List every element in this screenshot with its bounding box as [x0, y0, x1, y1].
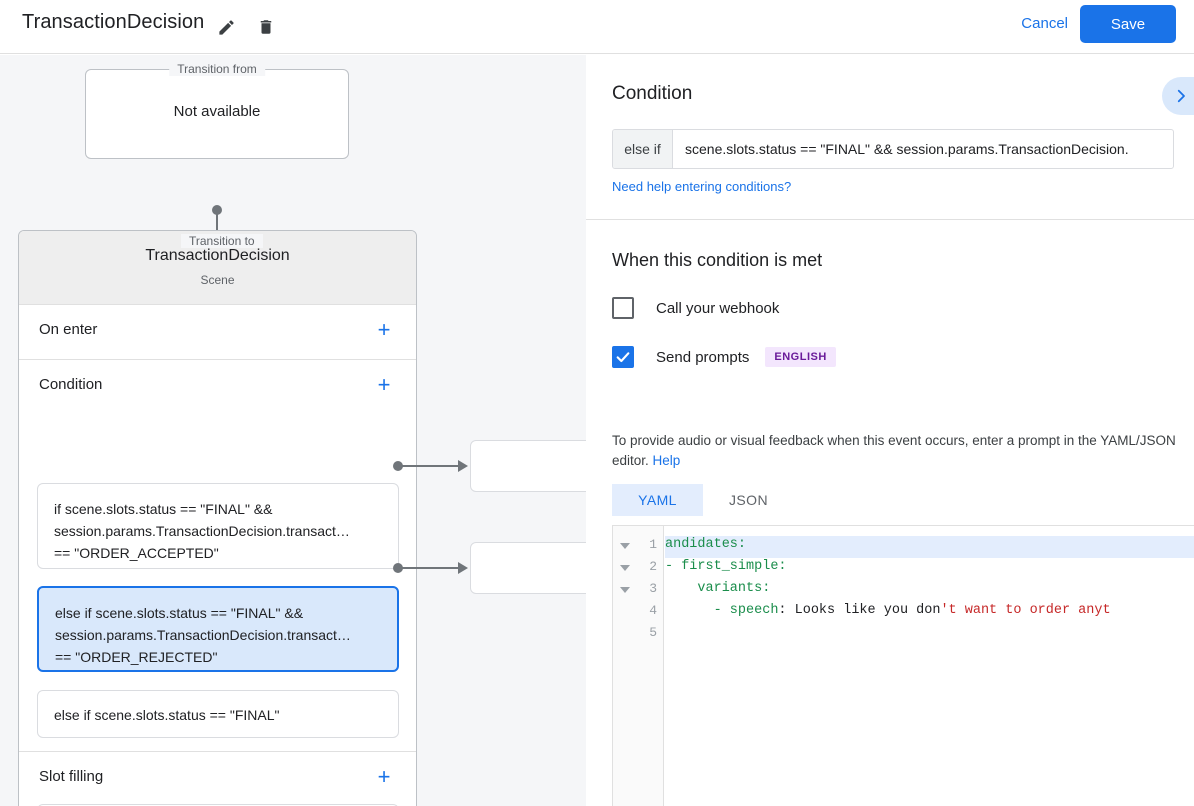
divider	[19, 359, 416, 360]
condition-chip-line: session.params.TransactionDecision.trans…	[55, 627, 351, 643]
condition-expression-input[interactable]	[673, 130, 1173, 168]
transition-to-legend: Transition to	[181, 234, 263, 248]
code-line-1: andidates:	[665, 537, 746, 552]
condition-chip-accepted[interactable]: if scene.slots.status == "FINAL" && sess…	[37, 483, 399, 569]
code-line-3: variants:	[665, 581, 770, 596]
send-prompts-description-text: To provide audio or visual feedback when…	[612, 433, 1176, 468]
yaml-code-editor[interactable]: 1 2 3 4 5 andidates: - first_simple: var…	[612, 525, 1194, 806]
condition-chip-line: == "ORDER_ACCEPTED"	[54, 545, 219, 561]
condition-input-group[interactable]: else if	[612, 129, 1174, 169]
panel-title: Condition	[612, 83, 693, 104]
edit-pencil-icon[interactable]	[211, 12, 241, 42]
prompts-help-link[interactable]: Help	[652, 453, 681, 468]
fold-toggle-icon[interactable]	[620, 587, 630, 593]
line-number: 4	[649, 603, 657, 618]
yaml-key: - first_simple:	[665, 559, 787, 574]
send-prompts-row[interactable]: Send prompts ENGLISH	[612, 346, 836, 368]
transition-from-node: Transition from Not available	[85, 62, 349, 159]
yaml-key: variants:	[665, 581, 771, 596]
scene-graph-canvas[interactable]: Transition from Not available Transactio…	[0, 55, 586, 806]
scene-name: TransactionDecision	[145, 247, 290, 264]
section-slot-filling: Slot filling +	[19, 752, 416, 806]
transition-from-value: Not available	[173, 103, 261, 120]
save-button[interactable]: Save	[1080, 5, 1176, 43]
page-title: TransactionDecision	[22, 11, 205, 33]
condition-chip-line: == "ORDER_REJECTED"	[55, 649, 218, 665]
section-condition: Condition +	[19, 360, 416, 414]
condition-chip-line: if scene.slots.status == "FINAL" &&	[54, 501, 273, 517]
edge-target-node[interactable]	[470, 542, 586, 594]
edge-line	[398, 465, 460, 467]
tab-yaml[interactable]: YAML	[612, 484, 703, 516]
section-title-on-enter: On enter	[39, 321, 98, 338]
code-line-2: - first_simple:	[665, 559, 787, 574]
fold-toggle-icon[interactable]	[620, 565, 630, 571]
editor-format-tabs: YAML JSON	[612, 484, 794, 516]
yaml-key: andidates:	[665, 537, 747, 552]
condition-chip-final[interactable]: else if scene.slots.status == "FINAL"	[37, 690, 399, 738]
divider	[19, 751, 416, 752]
tab-json[interactable]: JSON	[729, 492, 768, 508]
add-slot-filling-button[interactable]: +	[377, 764, 391, 789]
section-title-condition: Condition	[39, 376, 103, 393]
section-on-enter: On enter +	[19, 305, 416, 360]
condition-chip-line: else if scene.slots.status == "FINAL"	[54, 707, 280, 723]
chevron-right-icon[interactable]	[1162, 77, 1194, 115]
trash-delete-icon[interactable]	[251, 12, 281, 42]
condition-chip-rejected[interactable]: else if scene.slots.status == "FINAL" &&…	[37, 586, 399, 672]
edge-arrowhead	[458, 562, 468, 574]
line-number: 1	[649, 537, 657, 552]
line-number: 5	[649, 625, 657, 640]
edge-line	[398, 567, 460, 569]
editor-fold-gutter[interactable]	[613, 526, 639, 806]
edge-arrowhead	[458, 460, 468, 472]
send-prompts-label: Send prompts	[656, 348, 750, 366]
code-line-4: - speech: Looks like you don't want to o…	[665, 603, 1111, 618]
fold-toggle-icon[interactable]	[620, 543, 630, 549]
add-on-enter-button[interactable]: +	[377, 317, 391, 342]
add-condition-button[interactable]: +	[377, 372, 391, 397]
call-webhook-row[interactable]: Call your webhook	[612, 297, 779, 319]
cancel-button[interactable]: Cancel	[1013, 11, 1076, 36]
language-badge: ENGLISH	[765, 347, 836, 367]
active-line-highlight	[665, 536, 1194, 558]
top-app-bar: TransactionDecision Cancel Save	[0, 0, 1194, 54]
condition-chip-line: else if scene.slots.status == "FINAL" &&	[55, 605, 304, 621]
section-title-slot-filling: Slot filling	[39, 768, 104, 785]
line-number: 3	[649, 581, 657, 596]
scene-type-label: Scene	[200, 273, 235, 287]
condition-details-panel: Condition else if Need help entering con…	[586, 55, 1194, 806]
send-prompts-checkbox[interactable]	[612, 346, 634, 368]
call-webhook-checkbox[interactable]	[612, 297, 634, 319]
when-condition-met-title: When this condition is met	[612, 250, 823, 270]
editor-line-number-gutter	[639, 526, 664, 806]
send-prompts-description: To provide audio or visual feedback when…	[612, 431, 1178, 471]
transition-from-legend: Transition from	[169, 62, 265, 76]
condition-prefix-label: else if	[613, 130, 673, 168]
panel-divider	[586, 219, 1194, 220]
scene-card: TransactionDecision Scene On enter + Con…	[18, 230, 417, 806]
condition-chip-line: session.params.TransactionDecision.trans…	[54, 523, 350, 539]
condition-help-link[interactable]: Need help entering conditions?	[612, 179, 792, 194]
call-webhook-label: Call your webhook	[656, 299, 780, 317]
line-number: 2	[649, 559, 657, 574]
edge-target-node[interactable]	[470, 440, 586, 492]
